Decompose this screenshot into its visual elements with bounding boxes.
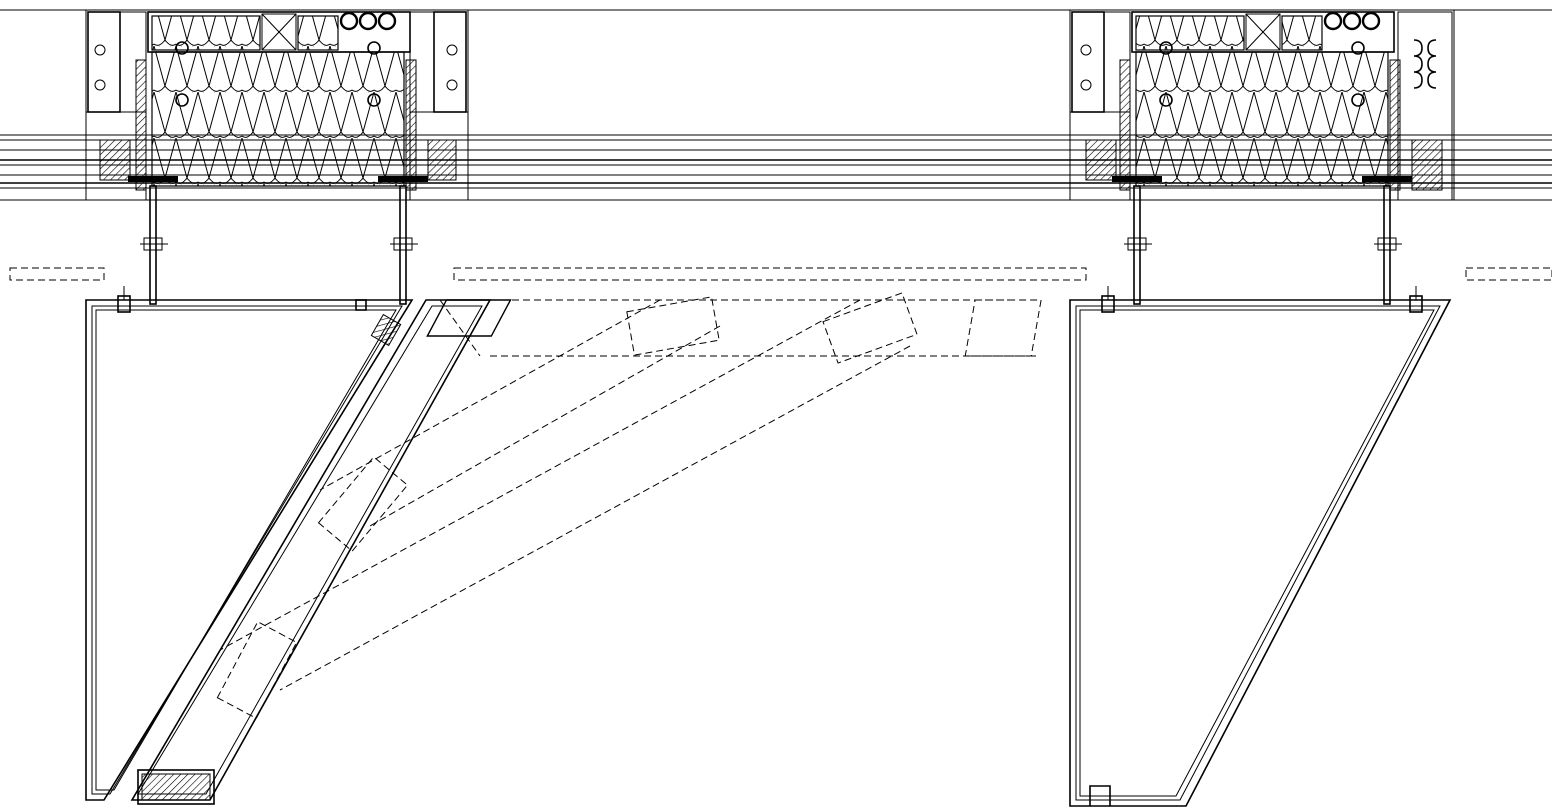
left-blade-closed	[130, 299, 512, 805]
blade-rotation-positions	[216, 292, 1042, 719]
dashed-hidden-rails	[9, 267, 1552, 281]
right-fin-profile	[1069, 286, 1452, 807]
left-fin-profile	[85, 286, 414, 801]
right-mullion-assembly	[1069, 9, 1455, 305]
left-mullion-assembly	[85, 9, 469, 305]
